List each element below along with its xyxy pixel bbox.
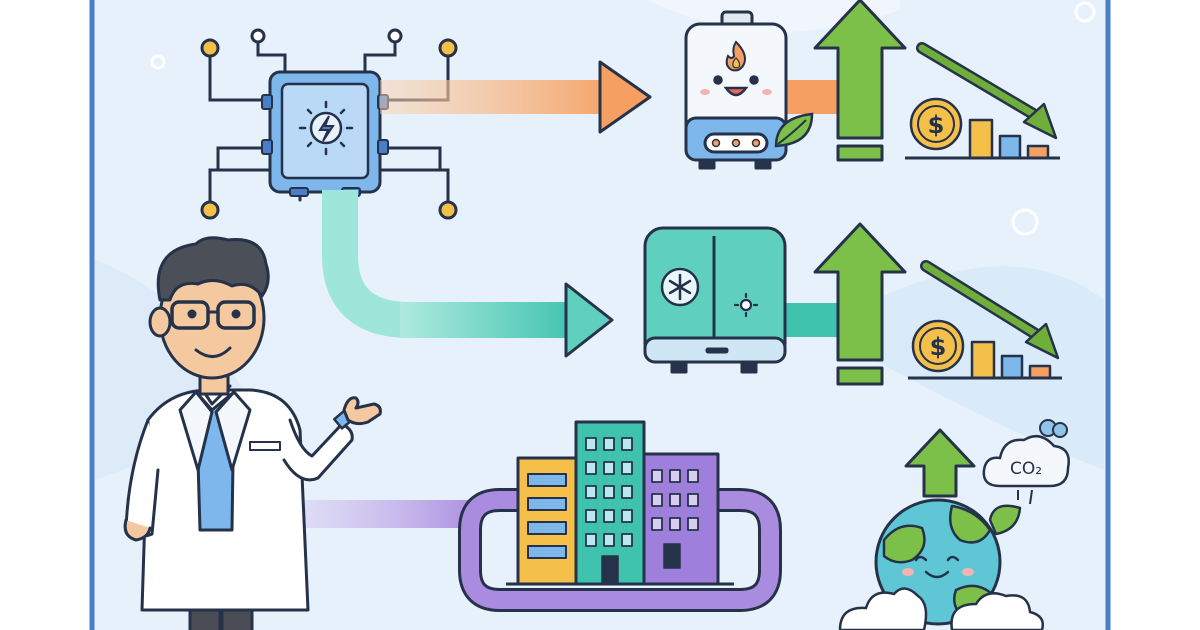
co2-up-arrow	[904, 428, 976, 498]
heat-flow-arrow	[380, 60, 850, 134]
co2-cloud-icon: CO₂	[982, 422, 1070, 505]
snowflake-icon	[660, 267, 700, 307]
flame-icon	[725, 40, 746, 72]
refrigeration-unit-icon	[643, 226, 787, 374]
apartment-buildings-icon	[506, 420, 734, 586]
increase-arrow-1	[813, 0, 907, 162]
lightning-icon	[298, 100, 354, 156]
sun-icon	[733, 292, 759, 318]
background-bubbles	[150, 1, 1096, 437]
boiler-face	[700, 75, 772, 97]
globe-face	[902, 555, 974, 579]
increase-arrow-2	[813, 222, 907, 386]
district-heating-arrow	[282, 500, 482, 528]
clouds	[838, 587, 1044, 630]
cost-down-chart-1: $	[905, 42, 1060, 160]
co2-label: CO₂	[1010, 459, 1042, 479]
svg-text:$: $	[930, 333, 947, 361]
cooling-flow-arrow	[322, 190, 840, 358]
svg-text:$: $	[928, 111, 945, 139]
scientist-figure	[123, 236, 382, 630]
heat-loop-pipe	[458, 488, 782, 612]
cost-down-chart-2: $	[908, 260, 1062, 380]
leaf-icon	[774, 112, 814, 148]
